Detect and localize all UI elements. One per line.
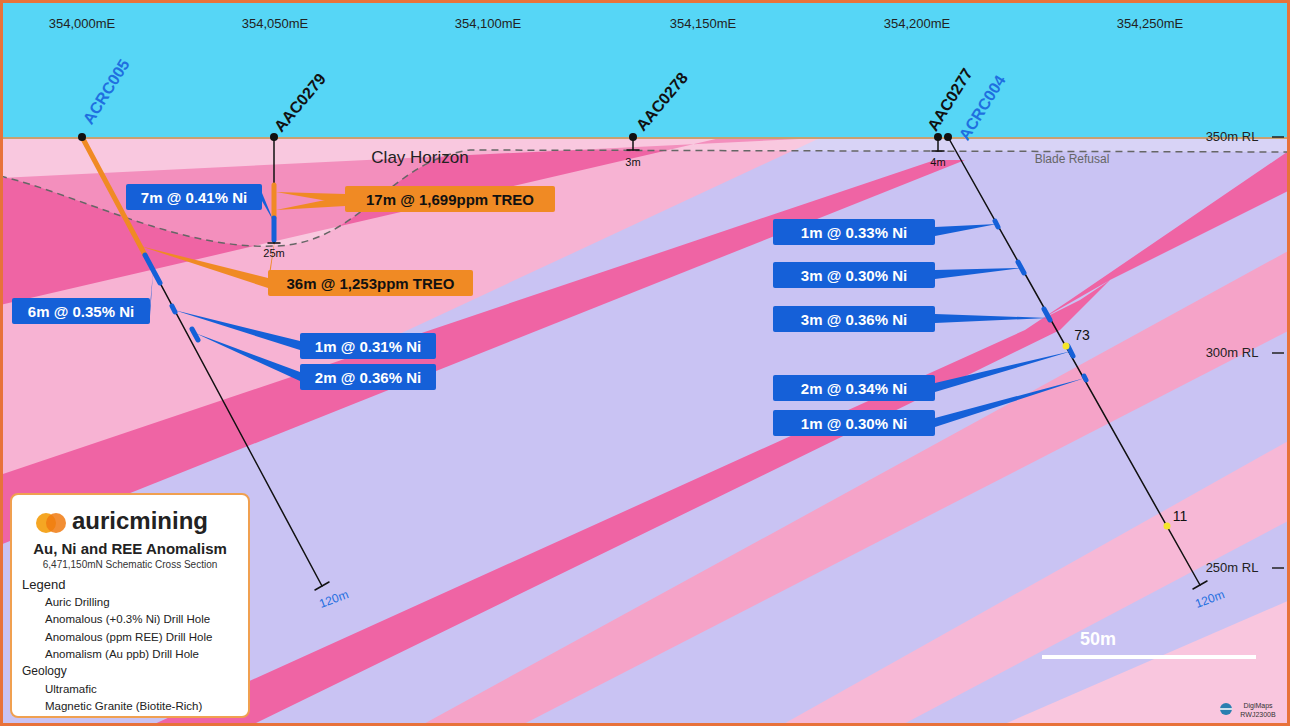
callout-text: 1m @ 0.30% Ni: [801, 415, 907, 432]
callout-text: 7m @ 0.41% Ni: [141, 189, 247, 206]
callout-text: 3m @ 0.30% Ni: [801, 267, 907, 284]
callout-text: 2m @ 0.34% Ni: [801, 380, 907, 397]
nickel-callout: 1m @ 0.30% Ni: [773, 410, 935, 436]
nickel-callout: 2m @ 0.36% Ni: [300, 364, 436, 390]
legend-text: Ultramafic: [45, 683, 97, 696]
nickel-callout: 7m @ 0.41% Ni: [126, 184, 262, 210]
easting-label: 354,100mE: [455, 17, 522, 31]
credit-text: DigiMaps: [1243, 702, 1272, 710]
nickel-callout: 3m @ 0.36% Ni: [773, 306, 935, 332]
callout-text: 6m @ 0.35% Ni: [28, 303, 134, 320]
depth-label: 4m: [930, 156, 945, 168]
geology: [0, 138, 1290, 726]
callout-text: 17m @ 1,699ppm TREO: [366, 191, 534, 208]
digimaps-logo: [1220, 703, 1232, 715]
ree-callout: 36m @ 1,253ppm TREO: [268, 270, 473, 296]
callout-text: 3m @ 0.36% Ni: [801, 311, 907, 328]
nickel-callout: 1m @ 0.33% Ni: [773, 219, 935, 245]
depth-label: 25m: [263, 247, 284, 259]
callout-text: 36m @ 1,253ppm TREO: [286, 275, 454, 292]
zone-label: Clay Horizon: [371, 149, 468, 168]
zone-label: Blade Refusal: [1035, 153, 1110, 166]
rl-label: 300m RL: [1206, 346, 1259, 360]
ree-callout: 17m @ 1,699ppm TREO: [345, 186, 555, 212]
callout-text: 1m @ 0.31% Ni: [315, 338, 421, 355]
credit-text: RWJ2300B: [1240, 711, 1275, 719]
nickel-callout: 6m @ 0.35% Ni: [12, 298, 150, 324]
rl-label: 350m RL: [1206, 130, 1259, 144]
nickel-callout: 1m @ 0.31% Ni: [300, 333, 436, 359]
legend-text: Auric Drilling: [45, 596, 110, 609]
easting-label: 354,150mE: [670, 17, 737, 31]
logo-text: auricmining: [72, 508, 208, 534]
callout-text: 2m @ 0.36% Ni: [315, 369, 421, 386]
easting-label: 354,200mE: [884, 17, 951, 31]
legend-heading: Legend: [22, 578, 65, 592]
legend-text: Anomalous (ppm REE) Drill Hole: [45, 631, 212, 644]
depth-label: 3m: [625, 156, 640, 168]
rl-label: 250m RL: [1206, 561, 1259, 575]
au-value: 73: [1074, 328, 1090, 343]
callout-text: 1m @ 0.33% Ni: [801, 224, 907, 241]
rl-ticks: [1272, 137, 1284, 568]
legend-text: Anomalism (Au ppb) Drill Hole: [45, 648, 199, 661]
nickel-callout: 2m @ 0.34% Ni: [773, 375, 935, 401]
scale-bar: [1042, 655, 1256, 659]
legend-text: Anomalous (+0.3% Ni) Drill Hole: [45, 613, 210, 626]
scale-label: 50m: [1080, 630, 1116, 650]
legend-caption: 6,471,150mN Schematic Cross Section: [43, 559, 218, 570]
easting-label: 354,000mE: [49, 17, 116, 31]
legend-text: Magnetic Granite (Biotite-Rich): [45, 700, 202, 713]
leader-lines: [140, 192, 1085, 427]
nickel-callout: 3m @ 0.30% Ni: [773, 262, 935, 288]
legend-title: Au, Ni and REE Anomalism: [33, 541, 227, 558]
easting-label: 354,250mE: [1117, 17, 1184, 31]
legend-heading: Geology: [22, 665, 67, 678]
au-value: 11: [1173, 509, 1188, 524]
easting-label: 354,050mE: [242, 17, 309, 31]
